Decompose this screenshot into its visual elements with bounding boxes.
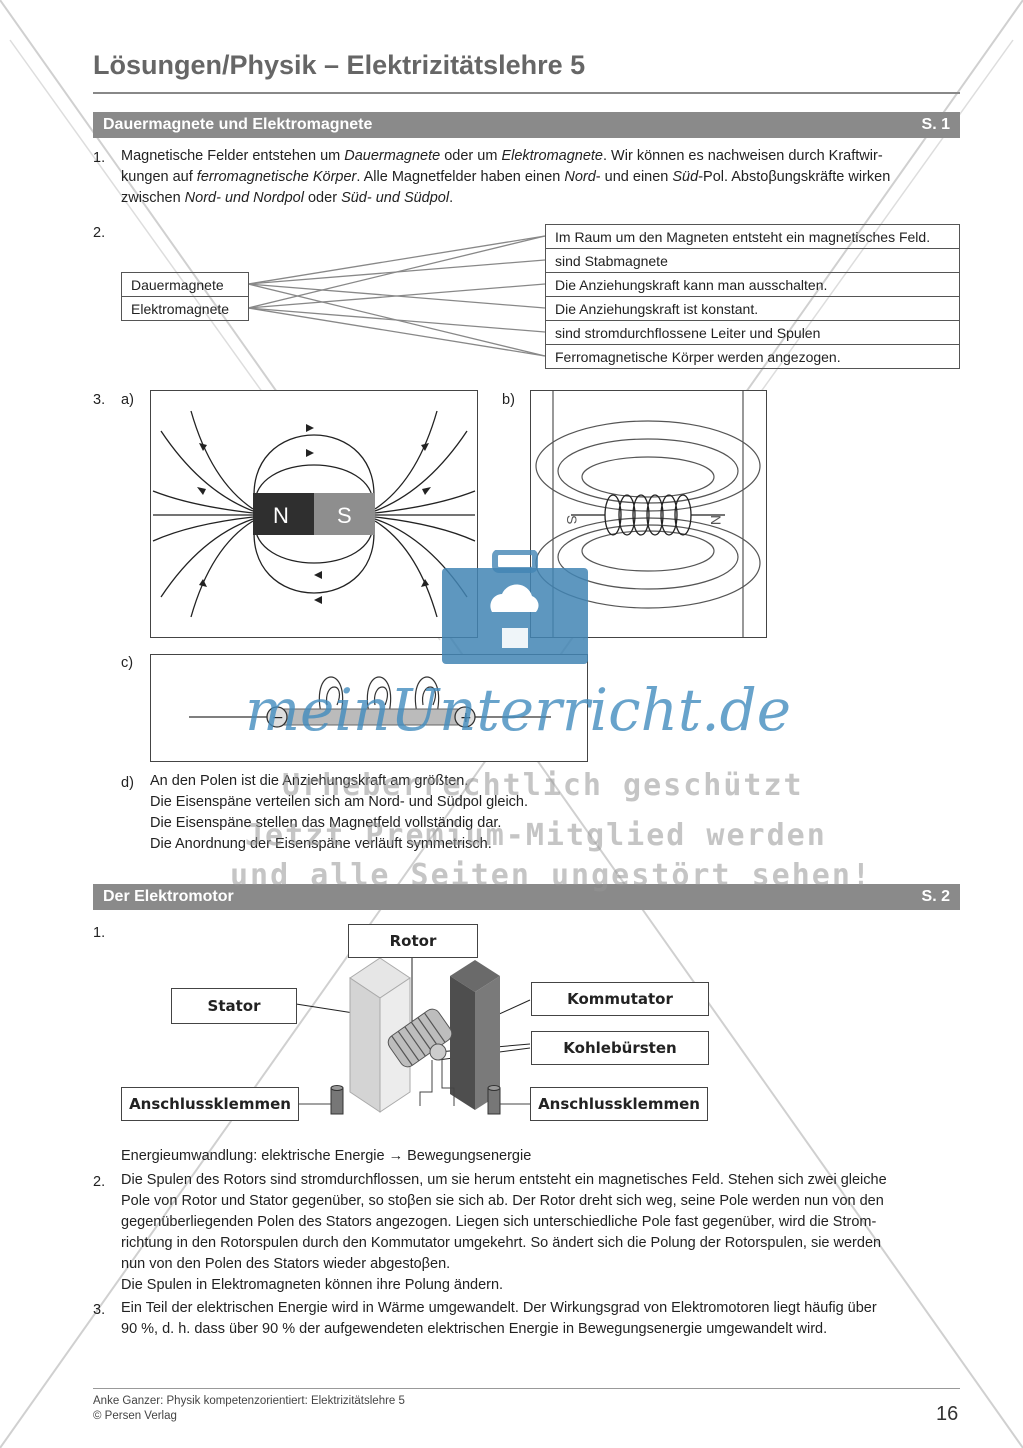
footer-rule (93, 1388, 960, 1389)
subquestion-label-a: a) (121, 392, 134, 408)
anschlussklemmen-right-label-box: Anschlussklemmen (530, 1087, 708, 1121)
text-line: richtung in den Rotorspulen durch den Ko… (121, 1235, 882, 1251)
conductor-field-figure: − + (150, 654, 588, 762)
stator-label-box: Stator (171, 988, 297, 1024)
magnet-s-label: S (337, 503, 352, 528)
footer-publisher: © Persen Verlag (93, 1410, 177, 1422)
section-title: Der Elektromotor (103, 888, 234, 905)
matching-left-table: Dauermagnete Elektromagnete (121, 272, 249, 321)
kommutator-label-box: Kommutator (531, 982, 709, 1016)
text-line: nun von den Polen des Stators wieder abg… (121, 1256, 451, 1272)
watermark-briefcase-icon (442, 550, 588, 664)
text-line: 90 %, d. h. dass über 90 % der aufgewend… (121, 1321, 828, 1337)
text-line: Die Eisenspäne stellen das Magnetfeld vo… (150, 815, 502, 831)
matching-right-item: Die Anziehungskraft kann man ausschalten… (545, 272, 960, 297)
matching-right-item: sind Stabmagnete (545, 248, 960, 273)
text-line: Die Anordnung der Eisenspäne verläuft sy… (150, 836, 492, 852)
magnet-n-label: N (273, 503, 289, 528)
text-line: Pole von Rotor und Stator gegenüber, so … (121, 1193, 884, 1209)
subquestion-label-b: b) (502, 392, 515, 408)
motor-diagram (282, 956, 531, 1115)
question-3-text: Ein Teil der elektrischen Energie wird i… (121, 1298, 981, 1340)
coil-n-label: N (708, 515, 724, 525)
matching-right-item: Die Anziehungskraft ist konstant. (545, 296, 960, 321)
section-page: S. 2 (921, 888, 950, 905)
conductor-drawing: − + (189, 676, 551, 728)
question-number: 3. (93, 1302, 106, 1318)
text-line: Die Eisenspäne verteilen sich am Nord- u… (150, 794, 529, 810)
minus-terminal-label: − (272, 710, 284, 726)
kohlebuersten-label-box: Kohlebürsten (531, 1031, 709, 1065)
watermark-logo: meinUnterricht.de (245, 676, 792, 744)
text-line: kungen auf ferromagnetische Körper. Alle… (121, 169, 891, 185)
text-line: gegenüberliegenden Polen des Stators ang… (121, 1214, 877, 1230)
matching-right-item: Im Raum um den Magneten entsteht ein mag… (545, 224, 960, 249)
matching-right-item: Ferromagnetische Körper werden angezogen… (545, 344, 960, 369)
section-title: Dauermagnete und Elektromagnete (103, 116, 373, 133)
title-rule (93, 92, 960, 94)
subquestion-label-c: c) (121, 655, 134, 671)
question-number: 1. (93, 150, 106, 166)
section-page: S. 1 (921, 116, 950, 133)
energy-conversion-text: Energieumwandlung: elektrische Energie →… (121, 1148, 532, 1164)
question-number: 3. (93, 392, 106, 408)
section-bar-1: Dauermagnete und Elektromagnete S. 1 (93, 112, 960, 138)
bar-magnet-field-figure: N S (150, 390, 478, 638)
question-1-text: Magnetische Felder entstehen um Dauermag… (121, 146, 961, 209)
field-lines-drawing: N S (152, 410, 476, 618)
question-number: 2. (93, 225, 106, 241)
section-bar-2: Der Elektromotor S. 2 (93, 884, 960, 910)
text-line: An den Polen ist die Anziehungskraft am … (150, 773, 469, 789)
matching-lines (248, 235, 546, 357)
text-line: Die Spulen in Elektromagneten können ihr… (121, 1277, 504, 1293)
page-title: Lösungen/Physik – Elektrizitätslehre 5 (93, 50, 586, 80)
text-line: Die Spulen des Rotors sind stromdurchflo… (121, 1172, 887, 1188)
watermark-line: Urheberrechtlich geschützt (282, 768, 804, 803)
page-number: 16 (936, 1403, 959, 1425)
question-2-text: Die Spulen des Rotors sind stromdurchflo… (121, 1170, 981, 1296)
subquestion-label-d: d) (121, 775, 134, 791)
question-number: 2. (93, 1174, 106, 1190)
watermark-line: und alle Seiten ungestört sehen! (230, 858, 872, 893)
text-line: zwischen Nord- und Nordpol oder Süd- und… (121, 190, 454, 206)
text-line: Magnetische Felder entstehen um Dauermag… (121, 148, 883, 164)
coil-s-label: S (564, 515, 580, 524)
matching-left-item: Dauermagnete (121, 272, 249, 297)
watermark-line: Jetzt Premium-Mitglied werden (245, 818, 827, 853)
matching-right-table: Im Raum um den Magneten entsteht ein mag… (545, 224, 960, 369)
question-3d-text: An den Polen ist die Anziehungskraft am … (150, 771, 850, 855)
matching-right-item: sind stromdurchflossene Leiter und Spule… (545, 320, 960, 345)
text-line: Ein Teil der elektrischen Energie wird i… (121, 1300, 877, 1316)
anschlussklemmen-left-label-box: Anschlussklemmen (121, 1087, 299, 1121)
rotor-label-box: Rotor (348, 924, 478, 958)
question-number: 1. (93, 925, 106, 941)
matching-left-item: Elektromagnete (121, 296, 249, 321)
plus-terminal-label: + (460, 710, 472, 726)
footer-credit: Anke Ganzer: Physik kompetenzorientiert:… (93, 1395, 405, 1407)
